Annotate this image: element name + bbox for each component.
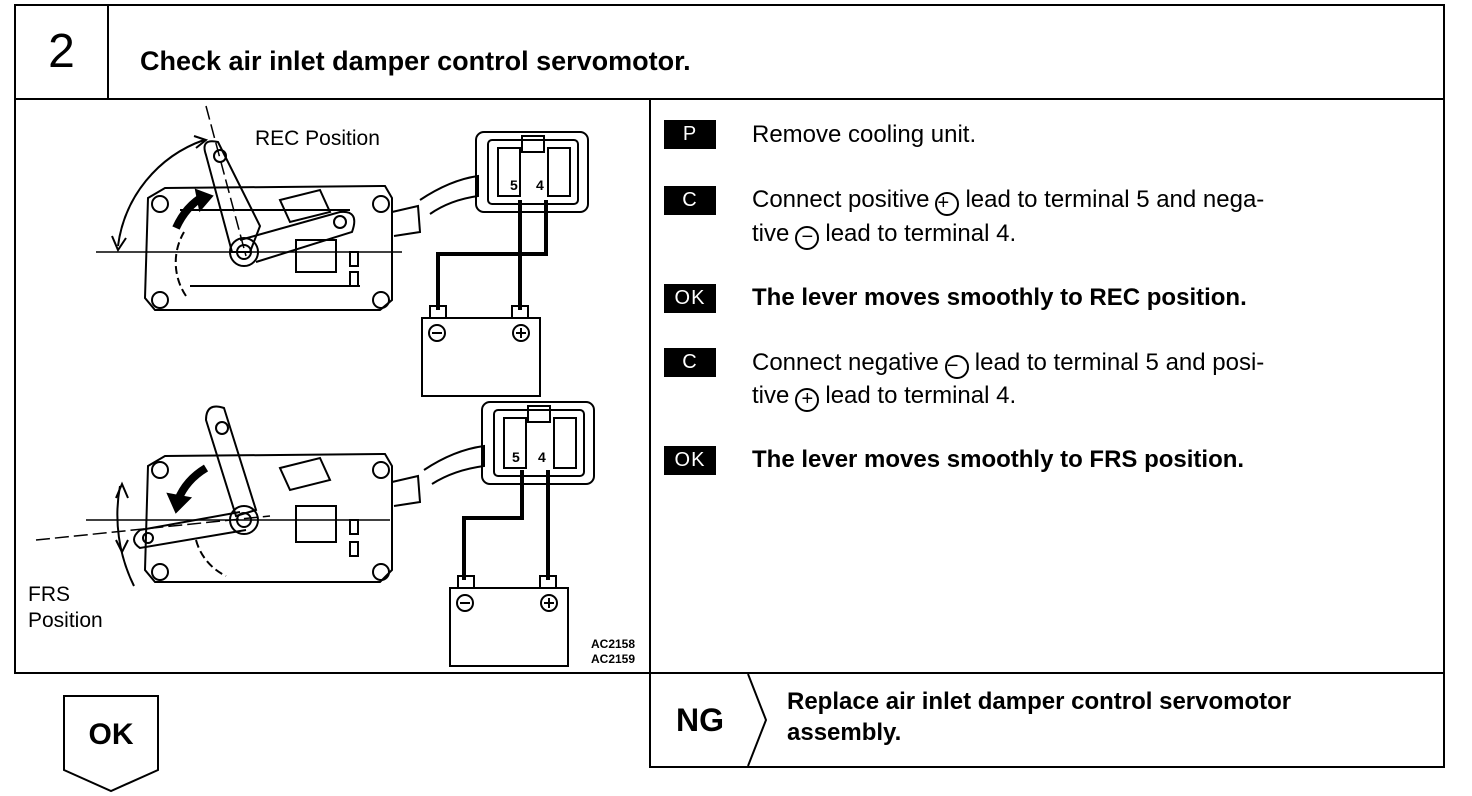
text: Connect positive bbox=[752, 186, 930, 213]
rec-swing-arc bbox=[117, 139, 205, 247]
battery-rec bbox=[421, 317, 541, 397]
frs-label-line1: FRS bbox=[28, 583, 70, 606]
badge-check-2: C bbox=[664, 348, 716, 377]
instruction-connect-negative-line2: tive+lead to terminal 4. bbox=[752, 379, 1424, 412]
badge-ok-2: OK bbox=[664, 446, 716, 475]
text: tive bbox=[752, 220, 790, 247]
ng-box bbox=[649, 672, 1445, 768]
step-number: 2 bbox=[48, 25, 75, 78]
frs-swing-arc bbox=[116, 485, 135, 587]
connector-rec bbox=[475, 131, 589, 213]
instruction-connect-positive-line2: tive−lead to terminal 4. bbox=[752, 217, 1424, 250]
minus-icon: − bbox=[795, 226, 820, 250]
text: Connect negative bbox=[752, 349, 939, 376]
ng-chevron bbox=[747, 674, 768, 766]
badge-check-1: C bbox=[664, 186, 716, 215]
text: lead to terminal 5 and posi- bbox=[974, 349, 1265, 376]
terminal-4-frs: 4 bbox=[538, 449, 546, 465]
terminal-4-rec: 4 bbox=[536, 177, 544, 193]
plus-icon: + bbox=[795, 388, 820, 412]
minus-icon: − bbox=[944, 355, 969, 379]
figure-code-2: AC2159 bbox=[591, 652, 636, 666]
servomotor-diagram bbox=[35, 105, 595, 667]
servomotor-body-rec bbox=[143, 184, 422, 311]
frs-label-line2: Position bbox=[28, 609, 103, 632]
frs-link-arm bbox=[133, 511, 247, 550]
plus-icon: + bbox=[935, 192, 960, 216]
terminal-5-rec: 5 bbox=[510, 177, 518, 193]
battery-frs bbox=[449, 587, 569, 667]
instruction-connect-positive-line1: Connect positive+lead to terminal 5 and … bbox=[752, 183, 1424, 216]
rec-lever-arm bbox=[203, 140, 262, 253]
badge-procedure: P bbox=[664, 120, 716, 149]
rec-position-label: REC Position bbox=[255, 127, 380, 150]
rec-link-arm bbox=[239, 210, 356, 263]
ok-arrow-shape bbox=[63, 695, 159, 793]
ng-label: NG bbox=[676, 702, 724, 738]
text: tive bbox=[752, 382, 790, 409]
ok-arrow-label: OK bbox=[88, 718, 134, 751]
text: lead to terminal 4. bbox=[825, 382, 1017, 409]
ng-remedy-text: Replace air inlet damper control servomo… bbox=[787, 688, 1292, 746]
step-number-box: 2 bbox=[14, 4, 109, 100]
instruction-connect-negative-line1: Connect negative−lead to terminal 5 and … bbox=[752, 346, 1424, 379]
servomotor-body-frs bbox=[143, 452, 422, 583]
badge-ok-1: OK bbox=[664, 284, 716, 313]
result-rec-position: The lever moves smoothly to REC position… bbox=[752, 284, 1247, 311]
step-title-box: Check air inlet damper control servomoto… bbox=[107, 4, 1445, 100]
text: lead to terminal 5 and nega- bbox=[965, 186, 1265, 213]
instruction-remove-cooling-unit: Remove cooling unit. bbox=[752, 121, 977, 148]
frs-lever-arm bbox=[204, 405, 258, 518]
figure-code-1: AC2158 bbox=[591, 637, 636, 651]
rec-axis-line bbox=[205, 105, 247, 257]
terminal-5-frs: 5 bbox=[512, 449, 520, 465]
connector-frs bbox=[481, 401, 595, 485]
step-title: Check air inlet damper control servomoto… bbox=[140, 46, 691, 76]
text: lead to terminal 4. bbox=[825, 220, 1017, 247]
result-frs-position: The lever moves smoothly to FRS position… bbox=[752, 446, 1245, 473]
